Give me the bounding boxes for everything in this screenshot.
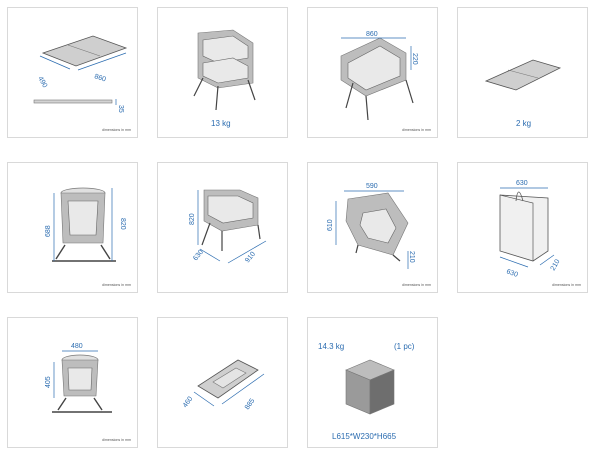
dim-label: 820 xyxy=(119,218,126,230)
dim-label: 860 xyxy=(93,73,106,83)
dim-label: 610 xyxy=(327,219,334,231)
crib-bed-drawing: 860 220 xyxy=(340,31,418,121)
dim-label: 210 xyxy=(550,258,562,272)
dim-label: 405 xyxy=(45,376,52,388)
tile-crib-side-dimensions[interactable]: 820 630 910 xyxy=(157,162,288,293)
tile-crib-weight[interactable]: 13 kg xyxy=(157,7,288,138)
dim-label: 490 xyxy=(36,76,48,90)
dim-label: 35 xyxy=(117,105,124,113)
dimensions-footnote: dimensions in mm xyxy=(402,283,431,287)
dim-label: 820 xyxy=(189,213,196,225)
dim-label: 688 xyxy=(45,225,52,237)
dim-label: 210 xyxy=(408,251,415,263)
dim-label: 630 xyxy=(505,268,518,279)
dimensions-footnote: dimensions in mm xyxy=(552,283,581,287)
tile-crib-front-dimensions[interactable]: 688 820 dimensions in mm xyxy=(7,162,138,293)
tile-crib-folded-dimensions[interactable]: 590 610 210 dimensions in mm xyxy=(307,162,438,293)
base-drawing: 460 885 xyxy=(182,359,265,411)
dim-label: 885 xyxy=(244,397,256,411)
dim-label: 590 xyxy=(366,183,378,190)
crib-side-drawing: 820 630 910 xyxy=(189,189,267,264)
dim-label: 220 xyxy=(411,53,418,65)
crib-drawing xyxy=(193,29,256,111)
dim-label: 480 xyxy=(71,343,83,350)
dim-label: 630 xyxy=(516,180,528,187)
crib-front-drawing: 688 820 xyxy=(45,187,126,262)
crib-weight-caption: 13 kg xyxy=(211,119,231,128)
dimensions-footnote: dimensions in mm xyxy=(402,128,431,132)
package-size: L615*W230*H665 xyxy=(332,432,397,441)
dim-label: 860 xyxy=(366,31,378,38)
crib-folded-drawing: 590 610 210 xyxy=(327,183,415,269)
crib-lowest-drawing: 480 405 xyxy=(45,343,112,413)
tile-crib-lowest-dimensions[interactable]: 480 405 dimensions in mm xyxy=(7,317,138,448)
dimensions-footnote: dimensions in mm xyxy=(102,438,131,442)
package-box-drawing xyxy=(345,359,395,415)
dim-label: 460 xyxy=(182,395,194,409)
tile-package-info[interactable]: 14.3 kg (1 pc) L615*W230*H665 xyxy=(307,317,438,448)
package-weight: 14.3 kg xyxy=(318,342,345,351)
tile-mattress-weight[interactable]: 2 kg xyxy=(457,7,588,138)
package-pieces: (1 pc) xyxy=(394,342,415,351)
tile-crib-bed-dimensions[interactable]: 860 220 dimensions in mm xyxy=(307,7,438,138)
tile-bag-dimensions[interactable]: 630 630 210 dimensions in mm xyxy=(457,162,588,293)
tile-base-dimensions[interactable]: 460 885 xyxy=(157,317,288,448)
mattress-drawing xyxy=(484,59,562,91)
bag-drawing: 630 630 210 xyxy=(499,180,562,279)
dimensions-footnote: dimensions in mm xyxy=(102,283,131,287)
dimensions-footnote: dimensions in mm xyxy=(102,128,131,132)
tile-mattress-dimensions[interactable]: 490 860 35 dimensions in mm xyxy=(7,7,138,138)
mattress-weight-caption: 2 kg xyxy=(516,119,532,128)
mattress-drawing: 490 860 35 xyxy=(33,35,128,113)
